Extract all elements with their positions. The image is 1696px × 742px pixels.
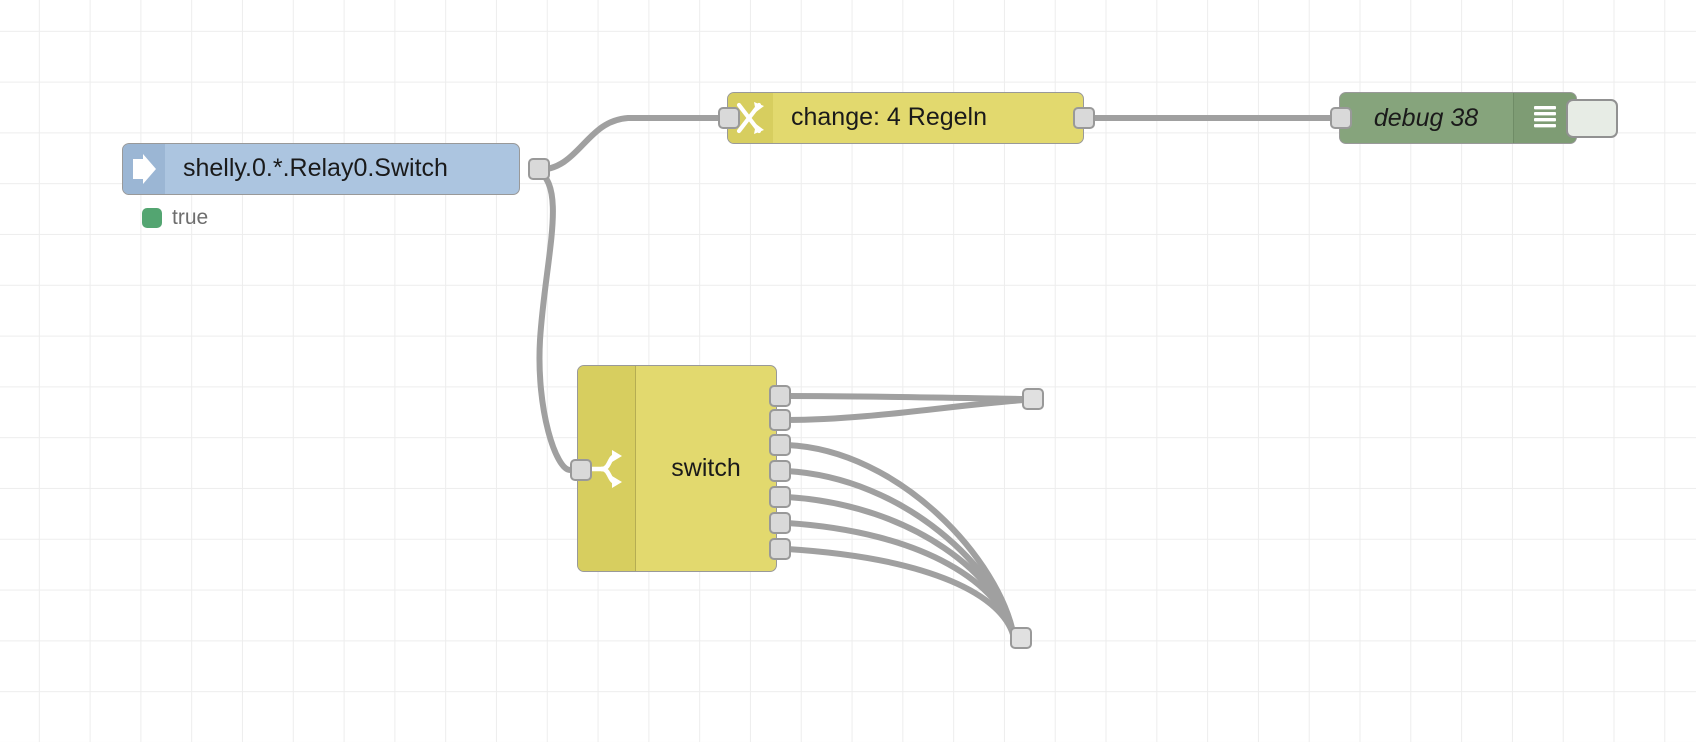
node-debug-label: debug 38 (1373, 103, 1479, 132)
wire-switch-6-to-endpoint-lower (784, 546, 1017, 641)
wire-endpoint-upper[interactable] (1022, 388, 1044, 410)
wire-switch-3-to-endpoint-lower (784, 468, 1017, 640)
node-debug[interactable]: debug 38 (1339, 92, 1577, 144)
node-inject-shelly[interactable]: shelly.0.*.Relay0.Switch (122, 143, 520, 195)
port-switch-output-5[interactable] (769, 512, 791, 534)
wire-inject-to-change (534, 115, 721, 173)
wire-switch-5-to-endpoint-lower (784, 520, 1017, 641)
status-dot-icon (142, 208, 162, 228)
node-inject-shelly-status: true (142, 206, 208, 230)
port-switch-output-1[interactable] (769, 409, 791, 431)
node-switch-label: switch (671, 454, 741, 482)
wire-switch-1-to-endpoint-upper (784, 397, 1028, 423)
node-change[interactable]: change: 4 Regeln (727, 92, 1084, 144)
port-switch-output-0[interactable] (769, 385, 791, 407)
status-label: true (172, 206, 209, 229)
wire-endpoint-lower[interactable] (1010, 627, 1032, 649)
port-switch-output-2[interactable] (769, 434, 791, 456)
port-switch-output-6[interactable] (769, 538, 791, 560)
port-change-input-0[interactable] (718, 107, 740, 129)
port-inject-shelly-output-0[interactable] (528, 158, 550, 180)
arrow-right-icon (123, 144, 165, 194)
port-switch-output-4[interactable] (769, 486, 791, 508)
wire-switch-0-to-endpoint-upper (784, 393, 1028, 402)
wire-switch-4-to-endpoint-lower (784, 494, 1017, 640)
wire-switch-2-to-endpoint-lower (784, 442, 1017, 640)
wire-inject-to-switch (534, 167, 573, 473)
port-switch-input-0[interactable] (570, 459, 592, 481)
node-switch[interactable]: switch (577, 365, 777, 572)
port-debug-input-0[interactable] (1330, 107, 1352, 129)
port-change-output-0[interactable] (1073, 107, 1095, 129)
node-change-label: change: 4 Regeln (791, 104, 987, 132)
port-switch-output-3[interactable] (769, 460, 791, 482)
swap-arrows-icon (728, 93, 773, 143)
debug-list-icon (1513, 93, 1576, 143)
node-inject-shelly-label: shelly.0.*.Relay0.Switch (183, 155, 448, 183)
debug-enable-toggle-button[interactable] (1566, 99, 1618, 138)
